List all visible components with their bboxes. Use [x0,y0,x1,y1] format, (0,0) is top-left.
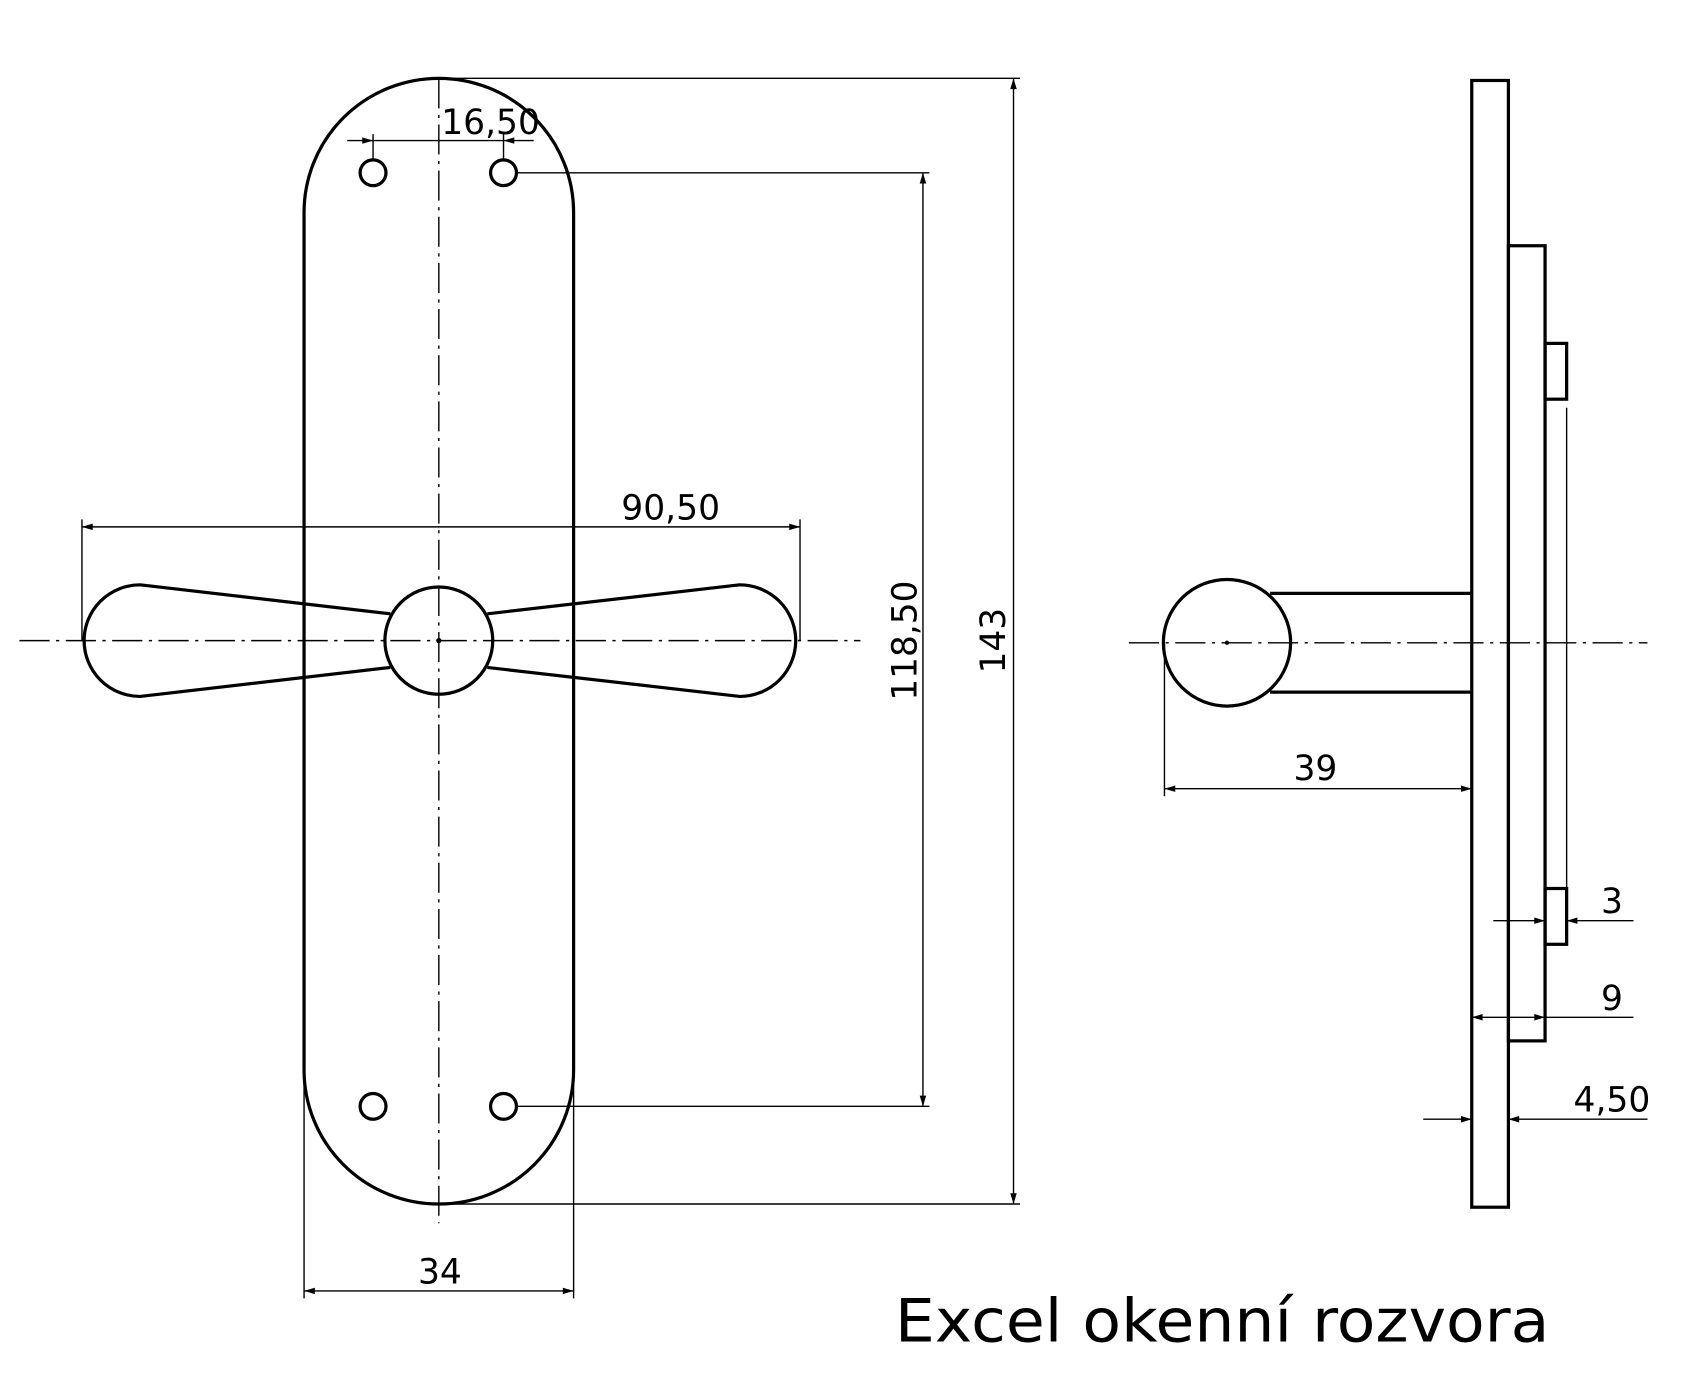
screw-hole [358,158,388,188]
dim-label-inner-thickness: 9 [1601,979,1623,1019]
dim-label-plate-width: 34 [418,1252,462,1292]
side-plate [1470,78,1511,1209]
side-tab-bottom [1543,886,1569,946]
screw-hole [488,1091,519,1121]
front-view: 16,50 90,50 118,50 143 34 [19,76,1020,1299]
dim-label-lever-length: 90,50 [621,488,720,528]
screw-hole [358,1091,388,1121]
side-view: 39 3 9 4,50 [1128,78,1651,1209]
dim-label-plate-height: 143 [974,608,1014,674]
dim-label-hole-distance: 118,50 [885,581,925,701]
backplate-outline [302,76,576,1206]
screw-hole [488,158,519,188]
dim-label-tab-thickness: 3 [1601,882,1623,922]
side-tab-top [1543,341,1569,401]
dim-label-hole-spacing: 16,50 [441,103,540,143]
lever-right [487,583,798,699]
dim-label-projection: 39 [1293,749,1337,789]
dim-label-plate-thickness: 4,50 [1574,1081,1651,1121]
drawing-title: Excel okenní rozvora [895,1286,1549,1356]
